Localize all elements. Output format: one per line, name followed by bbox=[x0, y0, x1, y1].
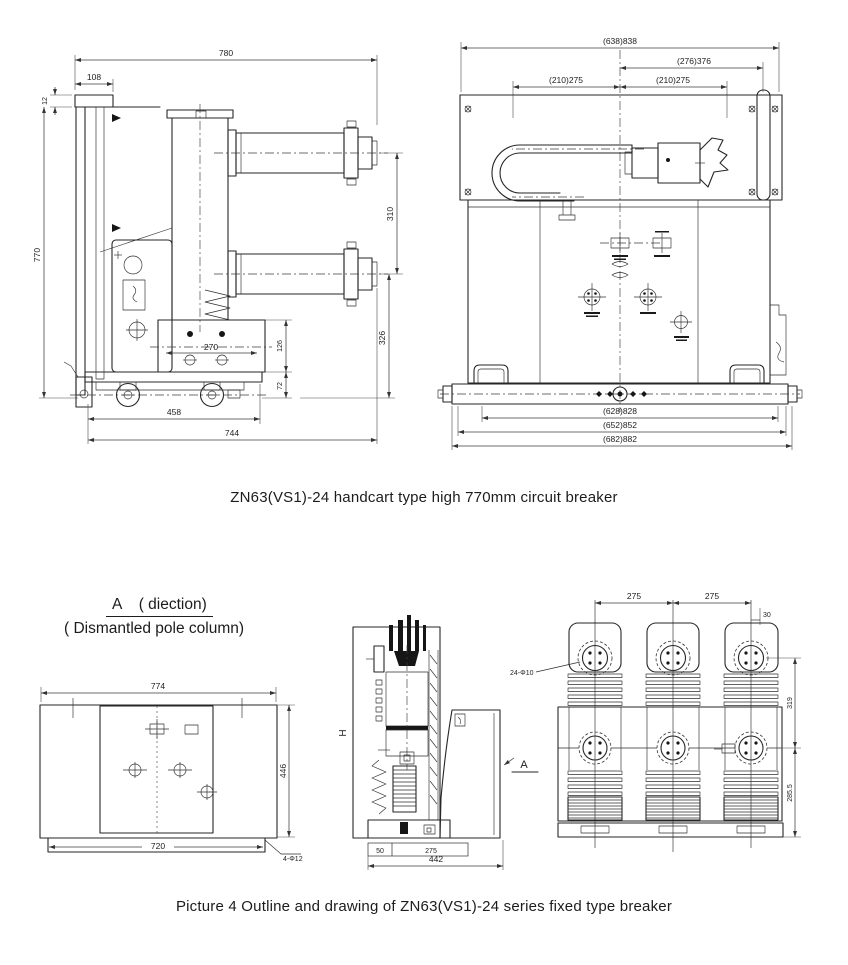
side-bracket bbox=[770, 304, 787, 376]
caption-handcart: ZN63(VS1)-24 handcart type high 770mm ci… bbox=[230, 489, 618, 506]
lower-terminals bbox=[558, 731, 782, 765]
coil-sections bbox=[567, 796, 779, 821]
lens-symbol bbox=[611, 272, 629, 278]
spring bbox=[204, 289, 231, 321]
dim-section-depth: 442 bbox=[429, 854, 443, 864]
dismantled-pole-label: ( Dismantled pole column) bbox=[64, 620, 245, 637]
front-view-drawing: (638)838 (276)376 (210)275 (210)275 bbox=[437, 36, 803, 450]
handcart-breaker-views: 780 108 12 770 bbox=[32, 36, 803, 450]
u-tube bbox=[491, 144, 644, 221]
pole-base-box: 270 bbox=[150, 319, 272, 373]
dim-overall-depth: 744 bbox=[225, 428, 239, 438]
push-button-open bbox=[578, 283, 606, 317]
dim-pole-depth: 275 bbox=[425, 848, 437, 855]
corrugation bbox=[375, 679, 383, 722]
dim-mounting-holes: 4-Φ12 bbox=[283, 856, 303, 863]
side-view-drawing: 780 108 12 770 bbox=[32, 48, 403, 444]
dim-base-height: 126 bbox=[277, 340, 284, 352]
dim-left-spacing: (210)275 bbox=[549, 75, 583, 85]
mechanism-housing bbox=[111, 239, 173, 373]
dim-topview-depth: 446 bbox=[278, 764, 288, 778]
lift-handle-left bbox=[473, 364, 509, 384]
corner-bolts bbox=[464, 105, 779, 196]
dim-topview-width: 774 bbox=[151, 681, 165, 691]
dim-rail-3: (682)882 bbox=[603, 434, 637, 444]
caption-fixed-type: Picture 4 Outline and drawing of ZN63(VS… bbox=[175, 898, 673, 915]
wall-hatch bbox=[428, 650, 439, 820]
bellows bbox=[371, 759, 387, 815]
dim-overall-height: 770 bbox=[32, 248, 42, 262]
bottom-rail bbox=[437, 383, 803, 405]
terminal-pins bbox=[389, 615, 426, 666]
dim-base-width: 720 bbox=[151, 841, 165, 851]
height-label: H bbox=[338, 729, 349, 736]
pole-section-drawing: H 50 275 442 A bbox=[338, 615, 539, 870]
view-a-labels: A ( diection) ( Dismantled pole column) bbox=[64, 596, 244, 638]
counter-indicator bbox=[670, 311, 692, 341]
dim-lower-pole-height: 326 bbox=[377, 331, 387, 345]
dim-flange-width: 108 bbox=[87, 72, 101, 82]
pole-support-column bbox=[166, 104, 234, 332]
lower-bushing bbox=[214, 241, 388, 307]
interlock-bar bbox=[756, 89, 771, 201]
dim-edge-offset: 30 bbox=[763, 612, 771, 619]
dim-chassis-length: 458 bbox=[167, 407, 181, 417]
dim-pole-spacing-right: 275 bbox=[705, 591, 719, 601]
dim-overall-width: 780 bbox=[219, 48, 233, 58]
indicator-symbols bbox=[578, 231, 692, 341]
dim-lower-terminal-height: 285.5 bbox=[787, 784, 794, 802]
chassis bbox=[63, 361, 266, 408]
datum-arrow bbox=[112, 114, 121, 122]
dim-mechanism-width: (276)376 bbox=[677, 56, 711, 66]
upper-terminals bbox=[577, 640, 769, 676]
dim-pole-spacing-left: 275 bbox=[627, 591, 641, 601]
latch-mechanism bbox=[624, 137, 729, 188]
top-view-drawing: 774 720 446 4-Φ12 bbox=[39, 681, 303, 863]
dim-chassis-height: 72 bbox=[277, 382, 284, 390]
dim-plate-thickness: 12 bbox=[42, 97, 49, 105]
three-pole-drawing: 275 275 30 24-Φ10 bbox=[510, 591, 801, 852]
mounting-marks bbox=[123, 719, 217, 800]
upper-bushing bbox=[214, 120, 388, 186]
dim-rail-2: (652)852 bbox=[603, 420, 637, 430]
datum-arrow bbox=[112, 224, 121, 232]
sensor-tab bbox=[721, 743, 736, 754]
dim-rail-1: (628)828 bbox=[603, 406, 637, 416]
view-a-arrow-label: A bbox=[520, 759, 528, 771]
dim-right-spacing: (210)275 bbox=[656, 75, 690, 85]
view-direction-label: A ( diection) bbox=[106, 596, 213, 617]
fixed-breaker-views: 774 720 446 4-Φ12 bbox=[39, 591, 801, 870]
lift-handle-right bbox=[729, 364, 765, 384]
push-button-close bbox=[634, 283, 662, 314]
latch-claw bbox=[699, 137, 729, 188]
lens-symbol bbox=[611, 261, 629, 267]
lower-fins bbox=[567, 770, 779, 796]
upper-fins bbox=[567, 673, 779, 706]
hook-icon bbox=[132, 285, 138, 303]
dim-terminal-holes: 24-Φ10 bbox=[510, 670, 534, 677]
mounting-plate bbox=[439, 709, 501, 839]
dim-upper-terminal-height: 319 bbox=[787, 697, 794, 709]
dim-front-offset: 50 bbox=[376, 848, 384, 855]
dim-front-overall-width: (638)838 bbox=[603, 36, 637, 46]
dim-pole-spacing: 310 bbox=[385, 207, 395, 221]
dim-base-hole-spacing: 270 bbox=[204, 342, 218, 352]
contact-coil bbox=[392, 765, 417, 813]
